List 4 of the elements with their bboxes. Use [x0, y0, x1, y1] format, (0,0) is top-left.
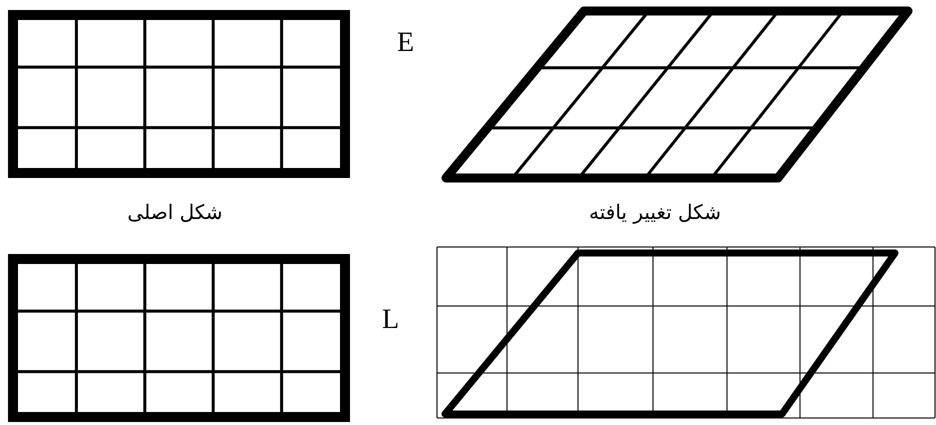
letter-label: L: [382, 303, 400, 337]
letter-label: E: [397, 26, 414, 60]
figure-caption: شکل تغییر یافته: [589, 200, 721, 224]
figure-caption: شکل اصلی: [127, 200, 223, 224]
